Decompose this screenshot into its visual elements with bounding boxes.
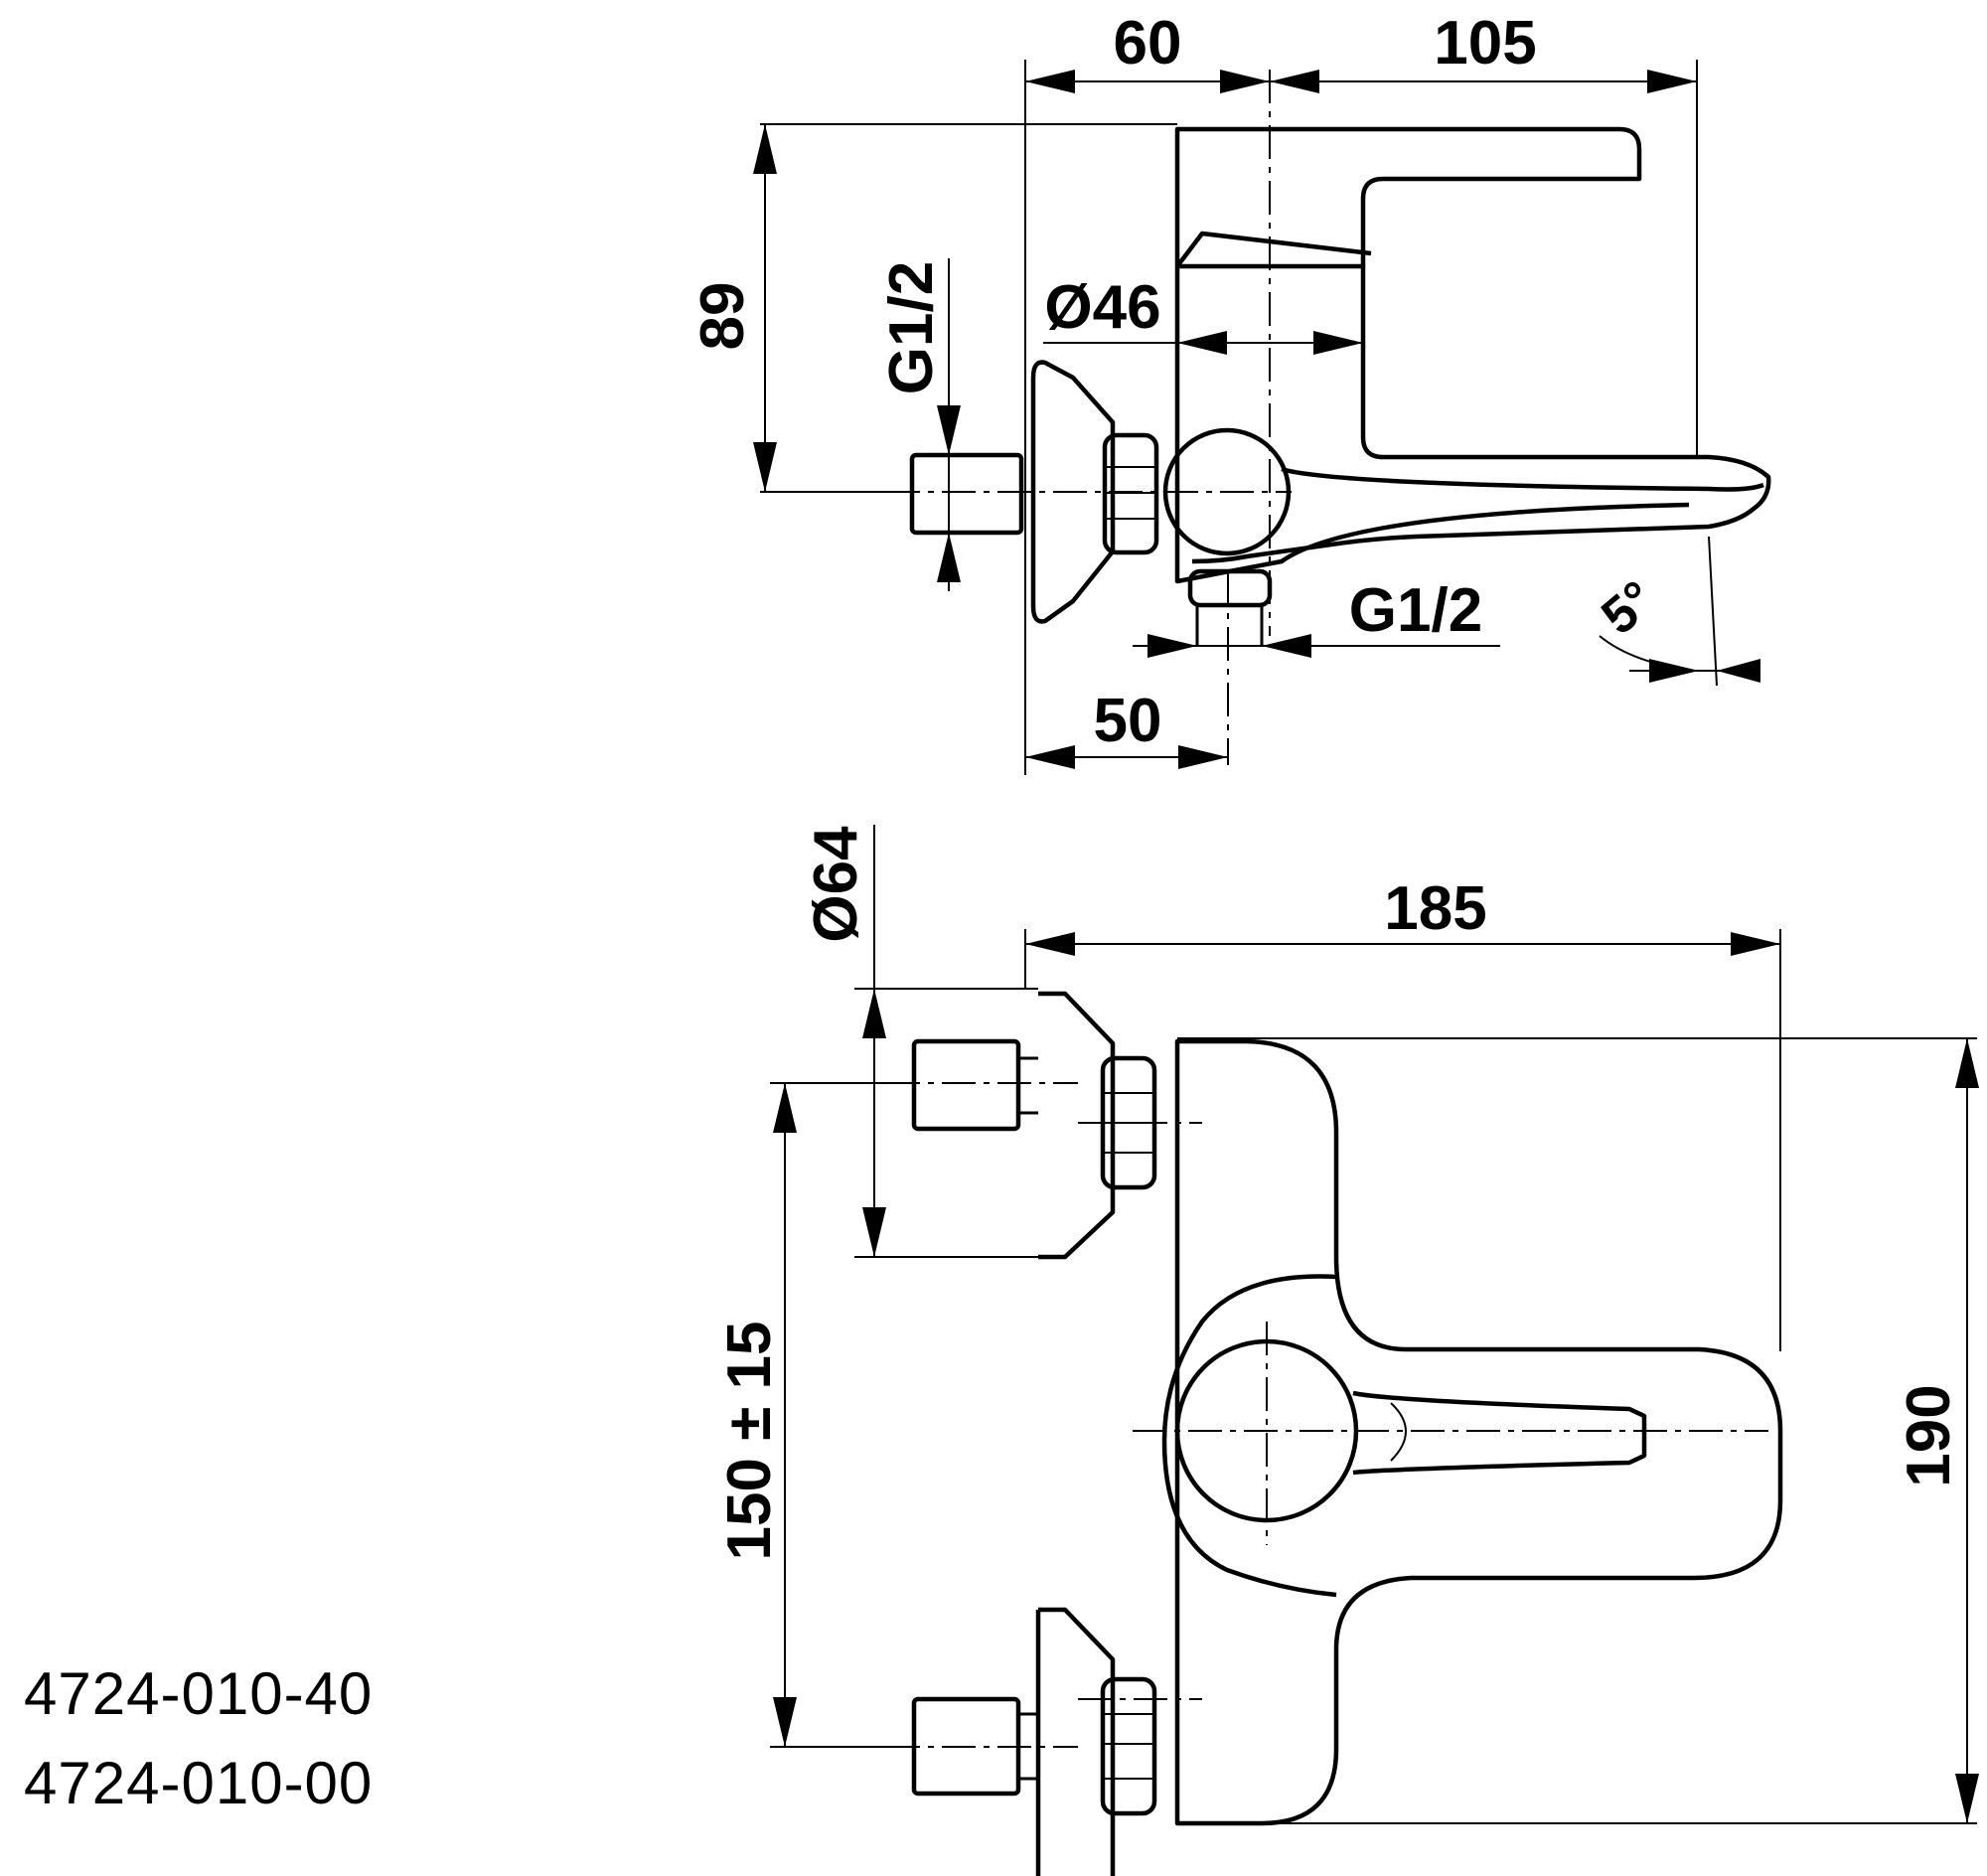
dim-89: 89 xyxy=(688,282,757,351)
part-number-1: 4724-010-40 xyxy=(24,1660,374,1727)
dim-105: 105 xyxy=(1434,9,1536,78)
dim-g12-outlet: G1/2 xyxy=(1349,576,1482,645)
dim-dia64: Ø64 xyxy=(802,826,870,943)
dim-185: 185 xyxy=(1384,874,1486,943)
front-view xyxy=(770,825,1979,1876)
dim-190: 190 xyxy=(1895,1384,1963,1486)
side-view xyxy=(753,60,1771,775)
dim-angle-5: 5° xyxy=(1591,570,1665,646)
dim-dia46: Ø46 xyxy=(1044,273,1160,342)
part-number-2: 4724-010-00 xyxy=(24,1750,374,1816)
dim-g12-inlet: G1/2 xyxy=(877,261,946,394)
dim-150-tolerance: 150 ± 15 xyxy=(715,1322,784,1561)
dim-60: 60 xyxy=(1114,9,1182,78)
dim-50: 50 xyxy=(1094,687,1162,755)
